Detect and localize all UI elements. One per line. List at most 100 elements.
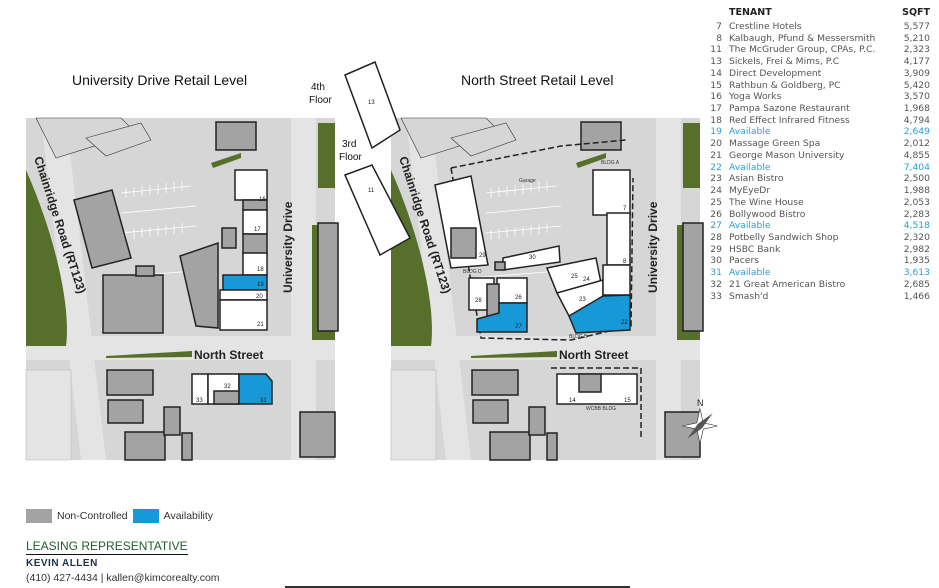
cell-num: 33: [710, 290, 722, 302]
cell-num: 25: [710, 196, 722, 208]
cell-tenant: Available: [729, 126, 771, 138]
cell-num: 7: [716, 21, 722, 32]
unit-31-label: 31: [260, 398, 267, 404]
cell-sqft: 5,210: [903, 32, 930, 44]
unit-26[interactable]: [496, 277, 528, 304]
left-map-title: University Drive Retail Level: [72, 72, 247, 88]
unit-8[interactable]: [606, 212, 631, 266]
leasing-title: LEASING REPRESENTATIVE: [26, 539, 188, 555]
unit-14-label: 14: [569, 398, 576, 404]
cell-sqft: 2,323: [903, 44, 930, 56]
leasing-contact-info[interactable]: (410) 427-4434 | kallen@kimcorealty.com: [26, 572, 220, 584]
unit-16[interactable]: [234, 169, 268, 201]
unit-23-label: 23: [579, 297, 586, 303]
unit-21-label: 21: [257, 322, 264, 328]
unit-27-available[interactable]: [476, 302, 528, 333]
cell-sqft: 4,518: [903, 220, 930, 232]
legend-availability: Availability: [163, 510, 214, 522]
unit-7-label: 7: [623, 206, 627, 212]
wcbb-label: WCBB BLDG: [586, 406, 616, 412]
cell-num: 18: [710, 114, 722, 126]
non-controlled-swatch: [26, 509, 52, 523]
cell-num: 32: [710, 278, 722, 290]
cell-num: 31: [710, 267, 722, 279]
legend: Non-Controlled Availability: [26, 509, 213, 523]
scrollbar[interactable]: [285, 586, 630, 588]
cell-sqft: 3,570: [903, 91, 930, 103]
cell-sqft: 2,500: [903, 173, 930, 185]
right-map-title: North Street Retail Level: [461, 72, 614, 88]
unit-8-label: 8: [623, 259, 627, 265]
unit-13-label: 13: [368, 100, 375, 106]
cell-tenant: Pacers: [729, 255, 760, 267]
cell-num: 14: [710, 67, 722, 79]
north-street-label: North Street: [194, 348, 263, 362]
unit-17[interactable]: [242, 209, 268, 235]
cell-num: 19: [710, 126, 722, 138]
cell-tenant: Massage Green Spa: [729, 138, 821, 150]
header-tenant: TENANT: [729, 7, 772, 18]
floor-3-label: 3rd: [342, 139, 356, 150]
table-header: TENANT SQFT: [700, 7, 930, 21]
bldg-b-label: BLDG B: [569, 334, 588, 340]
unit-7[interactable]: [592, 169, 631, 216]
fourth-floor-plan[interactable]: [344, 60, 401, 150]
cell-tenant: The Wine House: [729, 196, 804, 208]
header-sqft: SQFT: [902, 7, 930, 18]
cell-sqft: 2,012: [903, 138, 930, 150]
north-street-retail-map: 7 8 29 30 28 26 27 25 24 23 22 BLDG A BL…: [390, 117, 718, 461]
university-drive-label: University Drive: [281, 201, 295, 293]
cell-num: 30: [710, 255, 722, 267]
cell-num: 11: [710, 44, 722, 56]
cell-tenant: Available: [729, 220, 771, 232]
unit-21[interactable]: [219, 299, 268, 331]
unit-29-label: 29: [479, 253, 486, 259]
cell-tenant: 21 Great American Bistro: [729, 278, 846, 290]
unit-17-label: 17: [254, 227, 261, 233]
floor-4-label: 4th: [311, 82, 325, 93]
cell-num: 20: [710, 138, 722, 150]
third-floor-plan[interactable]: [343, 164, 411, 257]
cell-sqft: 2,320: [903, 231, 930, 243]
cell-tenant: Asian Bistro: [729, 173, 784, 185]
unit-25-label: 25: [571, 274, 578, 280]
garage-label: Garage: [519, 178, 536, 184]
compass-north-icon: N: [682, 398, 718, 444]
cell-tenant: Available: [729, 267, 771, 279]
unit-20-label: 20: [256, 294, 263, 300]
bldg-a-label: BLDG A: [601, 160, 620, 166]
upper-floor-plans: 4th Floor 13 3rd Floor 11: [309, 60, 411, 257]
cell-tenant: George Mason University: [729, 149, 845, 161]
cell-sqft: 2,283: [903, 208, 930, 220]
leasing-contact: LEASING REPRESENTATIVE KEVIN ALLEN (410)…: [26, 539, 220, 584]
cell-num: 21: [710, 149, 722, 161]
cell-sqft: 4,177: [903, 56, 930, 68]
floor-4-label-2: Floor: [309, 95, 332, 106]
availability-swatch: [132, 509, 159, 523]
cell-sqft: 1,935: [903, 255, 930, 267]
unit-22-label: 22: [621, 320, 628, 326]
unit-11-label: 11: [368, 188, 375, 194]
unit-30-label: 30: [529, 255, 536, 261]
non-controlled-building: [73, 189, 132, 269]
cell-sqft: 5,577: [903, 21, 930, 32]
unit-31-available[interactable]: [238, 373, 273, 405]
unit-22-available[interactable]: [568, 294, 631, 334]
unit-33-label: 33: [196, 398, 203, 404]
unit-28-label: 28: [475, 298, 482, 304]
cell-tenant: Available: [729, 161, 771, 173]
unit-15-label: 15: [624, 398, 631, 404]
north-street-label: North Street: [559, 348, 628, 362]
unit-27-label: 27: [515, 324, 522, 330]
